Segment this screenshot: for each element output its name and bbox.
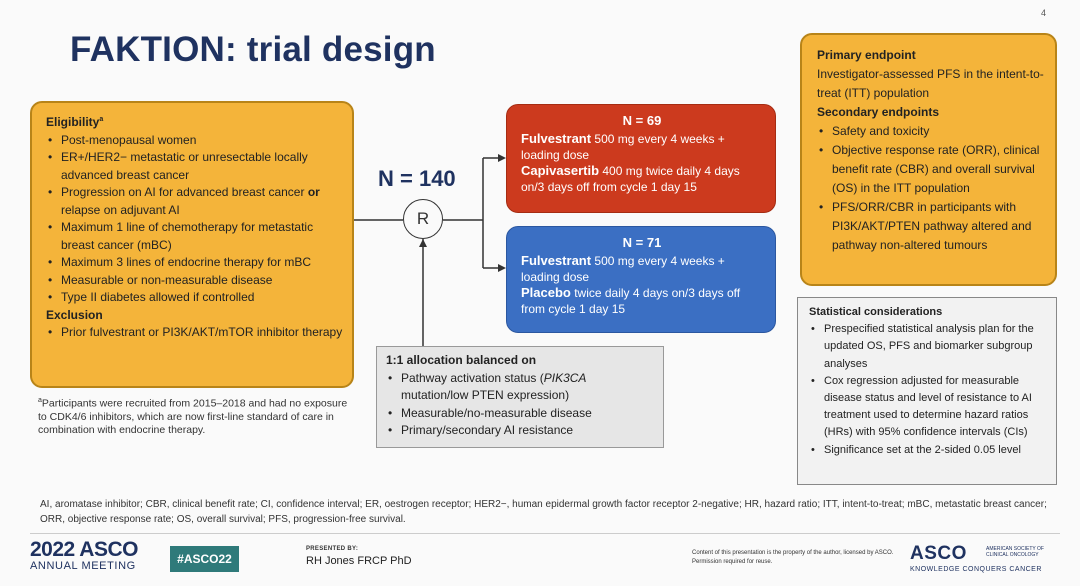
page-number: 4 bbox=[1040, 8, 1046, 18]
abbreviations-footnote: AI, aromatase inhibitor; CBR, clinical b… bbox=[40, 499, 1047, 525]
secondary-endpoint-item: PFS/ORR/CBR in participants with PI3K/AK… bbox=[817, 198, 1047, 255]
secondary-endpoints-list: Safety and toxicity Objective response r… bbox=[817, 122, 1047, 255]
arm1-n: N = 69 bbox=[622, 113, 662, 128]
arm2-drug1-name: Fulvestrant bbox=[521, 253, 592, 268]
presented-by-label: PRESENTED BY: bbox=[306, 546, 359, 552]
arm2-drug2-dose: twice daily 4 days on/3 days off from cy… bbox=[521, 286, 741, 316]
eligibility-or-text: or bbox=[307, 185, 320, 199]
footer-divider bbox=[30, 533, 1060, 534]
arm1-drug2-name: Capivasertib bbox=[521, 163, 600, 178]
eligibility-item: Measurable or non-measurable disease bbox=[46, 272, 344, 290]
arm1-drug2-dose: 400 mg twice daily 4 days on/3 days off … bbox=[521, 164, 740, 194]
eligibility-item-text: Progression on AI for advanced breast ca… bbox=[61, 185, 305, 199]
arm2-drug1: Fulvestrant 500 mg every 4 weeks + loadi… bbox=[521, 253, 763, 285]
secondary-endpoint-item: Objective response rate (ORR), clinical … bbox=[817, 141, 1047, 198]
arm2-drug1-dose: 500 mg every 4 weeks + loading dose bbox=[521, 254, 725, 284]
footnote-mark: a bbox=[38, 397, 42, 404]
asco-society-logo: ASCO AMERICAN SOCIETY OF CLINICAL ONCOLO… bbox=[910, 543, 1044, 573]
allocation-header: 1:1 allocation balanced on bbox=[386, 353, 537, 367]
eligibility-item: Post-menopausal women bbox=[46, 132, 344, 150]
arm1-arrowhead bbox=[498, 154, 506, 162]
allocation-gene-name: PIK3CA bbox=[543, 370, 587, 385]
total-n-label: N = 140 bbox=[378, 166, 456, 191]
allocation-item: Pathway activation status (PIK3CA mutati… bbox=[386, 370, 655, 405]
allocation-item1-pre: Pathway activation status ( bbox=[401, 370, 544, 385]
presenter-block: PRESENTED BY: RH Jones FRCP PhD bbox=[306, 546, 412, 567]
arm1-drug1: Fulvestrant 500 mg every 4 weeks + loadi… bbox=[521, 131, 763, 163]
exclusion-header: Exclusion bbox=[46, 307, 103, 322]
logo-meeting-text: ANNUAL MEETING bbox=[30, 560, 136, 572]
logo-year-brand: 2022 ASCO bbox=[30, 538, 138, 561]
arm-capivasertib-box: N = 69 Fulvestrant 500 mg every 4 weeks … bbox=[506, 104, 776, 213]
arm2-arrowhead bbox=[498, 264, 506, 272]
primary-endpoint-text: Investigator-assessed PFS in the intent-… bbox=[817, 67, 1044, 100]
secondary-endpoints-header: Secondary endpoints bbox=[817, 105, 940, 119]
presenter-name: RH Jones FRCP PhD bbox=[306, 555, 412, 567]
stats-list: Prespecified statistical analysis plan f… bbox=[809, 321, 1050, 459]
footnote-text: Participants were recruited from 2015–20… bbox=[38, 397, 348, 437]
allocation-item: Primary/secondary AI resistance bbox=[386, 422, 655, 440]
eligibility-item-text-cont: relapse on adjuvant AI bbox=[61, 202, 180, 217]
arm1-drug1-name: Fulvestrant bbox=[521, 131, 592, 146]
stats-item: Significance set at the 2-sided 0.05 lev… bbox=[809, 442, 1050, 459]
eligibility-header-text: Eligibility bbox=[46, 115, 100, 129]
eligibility-item: Maximum 3 lines of endocrine therapy for… bbox=[46, 254, 344, 272]
slide-title: FAKTION: trial design bbox=[70, 30, 436, 69]
primary-endpoint-header: Primary endpoint bbox=[817, 48, 916, 62]
allocation-item: Measurable/no-measurable disease bbox=[386, 405, 655, 423]
arm1-drug2: Capivasertib 400 mg twice daily 4 days o… bbox=[521, 163, 763, 195]
eligibility-item: ER+/HER2− metastatic or unresectable loc… bbox=[46, 149, 344, 184]
endpoints-box: Primary endpoint Investigator-assessed P… bbox=[800, 33, 1057, 286]
copyright-notice: Content of this presentation is the prop… bbox=[692, 550, 894, 565]
hashtag-badge: #ASCO22 bbox=[170, 546, 239, 572]
arm2-drug2: Placebo twice daily 4 days on/3 days off… bbox=[521, 285, 763, 317]
arm2-drug2-name: Placebo bbox=[521, 285, 571, 300]
exclusion-item: Prior fulvestrant or PI3K/AKT/mTOR inhib… bbox=[46, 324, 344, 342]
eligibility-item: Progression on AI for advanced breast ca… bbox=[46, 184, 344, 219]
stats-item: Prespecified statistical analysis plan f… bbox=[809, 321, 1050, 373]
asco-annual-meeting-logo: 2022 ASCO ANNUAL MEETING bbox=[30, 538, 138, 572]
randomization-up-arrowhead bbox=[419, 239, 427, 247]
eligibility-item: Maximum 1 line of chemotherapy for metas… bbox=[46, 219, 344, 254]
eligibility-box: Eligibilitya Post-menopausal women ER+/H… bbox=[30, 101, 354, 388]
arm2-n: N = 71 bbox=[622, 235, 662, 250]
stats-item: Cox regression adjusted for measurable d… bbox=[809, 373, 1050, 442]
arm1-drug1-dose: 500 mg every 4 weeks + loading dose bbox=[521, 132, 725, 162]
eligibility-item: Type II diabetes allowed if controlled bbox=[46, 289, 344, 307]
allocation-item1-post: mutation/low PTEN expression) bbox=[401, 388, 570, 402]
allocation-box: 1:1 allocation balanced on Pathway activ… bbox=[376, 346, 664, 448]
statistical-considerations-box: Statistical considerations Prespecified … bbox=[797, 297, 1057, 485]
eligibility-footnote-mark: a bbox=[99, 116, 104, 123]
eligibility-list: Post-menopausal women ER+/HER2− metastat… bbox=[46, 132, 344, 307]
eligibility-header: Eligibilitya bbox=[46, 111, 344, 132]
exclusion-list: Prior fulvestrant or PI3K/AKT/mTOR inhib… bbox=[46, 324, 344, 342]
eligibility-footnote: aParticipants were recruited from 2015–2… bbox=[38, 394, 348, 437]
randomization-node: R bbox=[403, 199, 443, 239]
asco-society-name: AMERICAN SOCIETY OF CLINICAL ONCOLOGY bbox=[986, 546, 1044, 558]
secondary-endpoint-item: Safety and toxicity bbox=[817, 122, 1047, 141]
asco-wordmark: ASCO bbox=[910, 543, 967, 564]
allocation-list: Pathway activation status (PIK3CA mutati… bbox=[386, 370, 655, 440]
asco-tagline: KNOWLEDGE CONQUERS CANCER bbox=[910, 566, 1042, 573]
arm-placebo-box: N = 71 Fulvestrant 500 mg every 4 weeks … bbox=[506, 226, 776, 333]
stats-header: Statistical considerations bbox=[809, 306, 943, 318]
